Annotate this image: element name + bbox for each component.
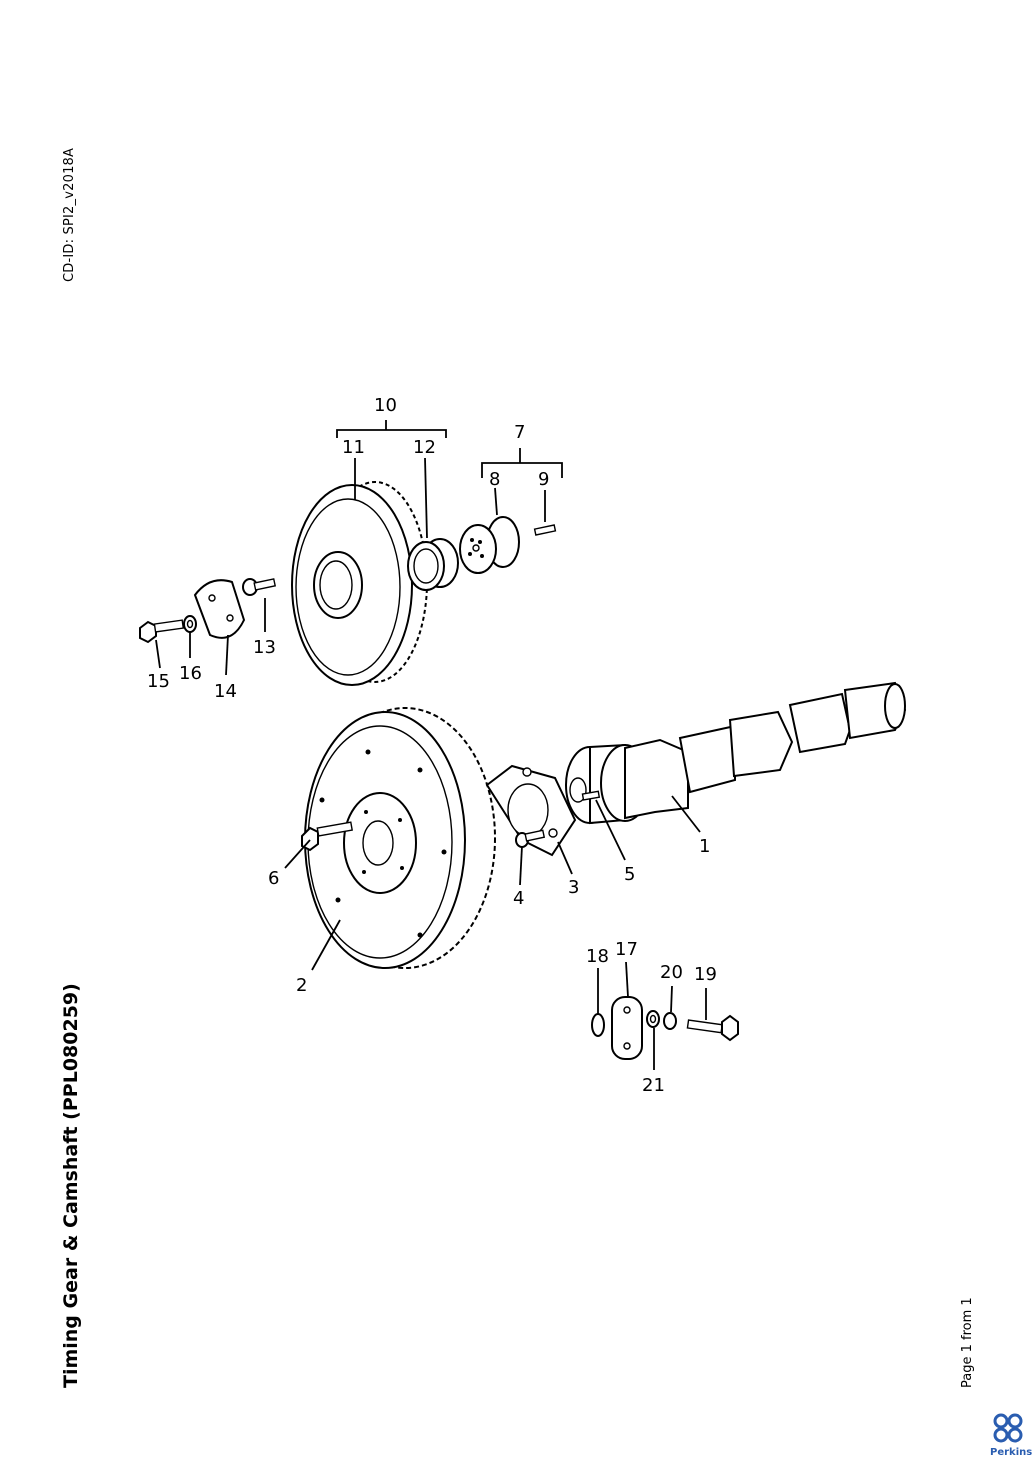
thrust-plate-3-part	[485, 764, 577, 857]
bolt-19-part	[686, 1014, 739, 1042]
callout-labels: 10 11 12 7 8 9 13 16 15 14 1 5 3 4 6 2 1…	[147, 395, 717, 1096]
callout-4: 4	[513, 888, 524, 909]
setscrew-13-part	[242, 578, 277, 596]
callout-20: 20	[660, 962, 683, 983]
callout-2: 2	[296, 975, 307, 996]
callout-14: 14	[214, 681, 237, 702]
callout-7: 7	[514, 422, 525, 443]
callout-6: 6	[268, 868, 279, 889]
callout-5: 5	[624, 864, 635, 885]
brand-name: Perkins	[990, 1447, 1033, 1458]
callout-1: 1	[699, 836, 710, 857]
thrust-plate-part	[193, 579, 246, 639]
perkins-logo-icon	[993, 1413, 1023, 1443]
bolt-15-part	[139, 619, 185, 644]
callout-17: 17	[615, 939, 638, 960]
idler-gear-part	[291, 481, 428, 686]
leader-lines	[155, 420, 707, 1070]
callout-9: 9	[538, 469, 549, 490]
camshaft-part	[565, 681, 907, 825]
washer-16-part	[183, 615, 197, 633]
dowel-part	[533, 524, 557, 536]
idler-hub-part	[459, 516, 520, 574]
washer-21-part	[646, 1010, 660, 1028]
callout-18: 18	[586, 946, 609, 967]
camshaft-gear-part	[304, 707, 496, 969]
plate-17-part	[611, 996, 643, 1060]
callout-10: 10	[374, 395, 397, 416]
callout-12: 12	[413, 437, 436, 458]
callout-11: 11	[342, 437, 365, 458]
ring-18-part	[591, 1013, 605, 1037]
callout-15: 15	[147, 671, 170, 692]
callout-13: 13	[253, 637, 276, 658]
callout-16: 16	[179, 663, 202, 684]
bolt-6-part	[301, 821, 353, 852]
idler-bush-part	[407, 538, 459, 591]
callout-8: 8	[489, 469, 500, 490]
callout-19: 19	[694, 964, 717, 985]
washer-20-part	[663, 1012, 677, 1030]
callout-3: 3	[568, 877, 579, 898]
callout-21: 21	[642, 1075, 665, 1096]
